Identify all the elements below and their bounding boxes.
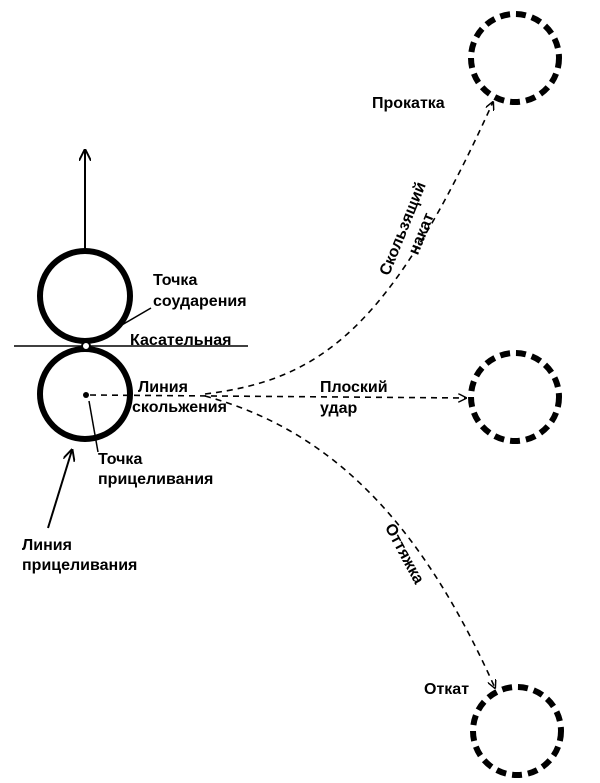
draw-path xyxy=(204,395,495,688)
slide-line-label: Линия скольжения xyxy=(132,379,227,416)
flat-shot-label-line1: Плоский xyxy=(320,379,388,396)
slide-line-label-line1: Линия xyxy=(138,379,188,396)
aim-line-label-line1: Линия xyxy=(22,537,72,554)
flat-shot-label-line2: удар xyxy=(320,400,358,417)
aim-point-label: Точка прицеливания xyxy=(98,451,213,488)
aim-line-arrow xyxy=(47,450,72,529)
roll-label: Прокатка xyxy=(372,95,445,112)
object-ball xyxy=(37,248,133,344)
flat-shot-ghost-ball xyxy=(468,350,562,444)
contact-point-label: Точка соударения xyxy=(153,272,247,310)
aim-line-label: Линия прицеливания xyxy=(22,537,137,574)
slide-line-label-line2: скольжения xyxy=(132,399,227,416)
aim-line-label-line2: прицеливания xyxy=(22,557,137,574)
tangent-label: Касательная xyxy=(130,332,231,349)
flat-shot-label: Плоский удар xyxy=(320,379,392,417)
contact-point-pointer xyxy=(90,307,152,344)
contact-point-label-line1: Точка xyxy=(153,272,197,289)
sliding-roll-label: Скользящий накат xyxy=(377,176,449,286)
flat-shot-path xyxy=(89,395,466,398)
recoil-label: Откат xyxy=(424,681,469,698)
roll-path xyxy=(204,102,493,395)
aim-point-label-line2: прицеливания xyxy=(98,471,213,488)
roll-ghost-ball xyxy=(468,11,562,105)
aim-point-label-line1: Точка xyxy=(98,451,142,468)
contact-point-label-line2: соударения xyxy=(153,293,247,310)
contact-point-dot xyxy=(81,341,91,351)
aim-point-dot xyxy=(83,392,89,398)
recoil-ghost-ball xyxy=(470,684,564,778)
aim-point-pointer xyxy=(88,400,99,453)
